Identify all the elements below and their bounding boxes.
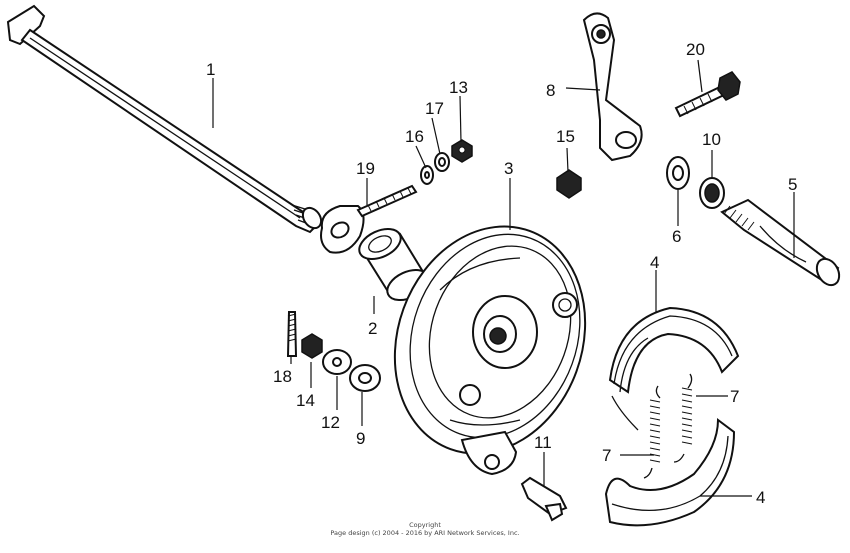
copyright-label: Copyright bbox=[409, 521, 441, 529]
leader-lines bbox=[212, 59, 795, 497]
callout-7-left: 7 bbox=[602, 446, 611, 465]
callout-3: 3 bbox=[504, 159, 513, 178]
part-10-seal[interactable] bbox=[699, 177, 725, 209]
part-1-axle[interactable] bbox=[6, 4, 325, 234]
part-18-bolt[interactable] bbox=[286, 311, 298, 357]
part-11-pin[interactable] bbox=[520, 476, 568, 522]
callout-11: 11 bbox=[534, 433, 552, 452]
callout-1: 1 bbox=[206, 60, 215, 79]
copyright-footer: Copyright Page design (c) 2004 - 2016 by… bbox=[330, 521, 519, 537]
callout-18: 18 bbox=[273, 367, 292, 386]
part-16-washer[interactable] bbox=[420, 165, 434, 185]
part-3-brake-panel[interactable] bbox=[364, 200, 616, 481]
callout-4-upper: 4 bbox=[650, 253, 659, 272]
part-13-nut[interactable] bbox=[451, 139, 473, 163]
callout-8: 8 bbox=[546, 81, 555, 100]
part-12-washer[interactable] bbox=[322, 349, 352, 375]
callout-15: 15 bbox=[556, 127, 575, 146]
part-7-spring-right[interactable] bbox=[673, 373, 693, 463]
part-4-lower-shoe[interactable] bbox=[604, 418, 736, 527]
callout-10: 10 bbox=[702, 130, 721, 149]
callout-16: 16 bbox=[405, 127, 424, 146]
part-20-bolt[interactable] bbox=[674, 71, 741, 118]
callout-2: 2 bbox=[368, 319, 377, 338]
part-7-spring-left[interactable] bbox=[643, 385, 661, 479]
part-4-upper-shoe[interactable] bbox=[608, 306, 740, 431]
part-6-washer[interactable] bbox=[666, 156, 690, 190]
callout-12: 12 bbox=[321, 413, 340, 432]
callout-labels: 1 19 16 17 13 3 2 18 14 12 9 8 15 20 10 … bbox=[206, 40, 797, 507]
callout-20: 20 bbox=[686, 40, 705, 59]
callout-13: 13 bbox=[449, 78, 468, 97]
callout-17: 17 bbox=[425, 99, 444, 118]
part-17-washer[interactable] bbox=[434, 152, 450, 172]
callout-4-lower: 4 bbox=[756, 488, 765, 507]
part-14-nut[interactable] bbox=[301, 333, 323, 359]
callout-6: 6 bbox=[672, 227, 681, 246]
part-15-nut[interactable] bbox=[556, 169, 582, 199]
part-9-washer[interactable] bbox=[349, 364, 381, 392]
callout-7-right: 7 bbox=[730, 387, 739, 406]
callout-5: 5 bbox=[788, 175, 797, 194]
part-8-brake-arm[interactable] bbox=[582, 12, 643, 162]
callout-19: 19 bbox=[356, 159, 375, 178]
callout-9: 9 bbox=[356, 429, 365, 448]
copyright-text: Page design (c) 2004 - 2016 by ARI Netwo… bbox=[330, 529, 519, 537]
part-5-brake-cam[interactable] bbox=[720, 198, 844, 289]
callout-14: 14 bbox=[296, 391, 315, 410]
part-19-eye-bolt[interactable] bbox=[320, 184, 418, 254]
